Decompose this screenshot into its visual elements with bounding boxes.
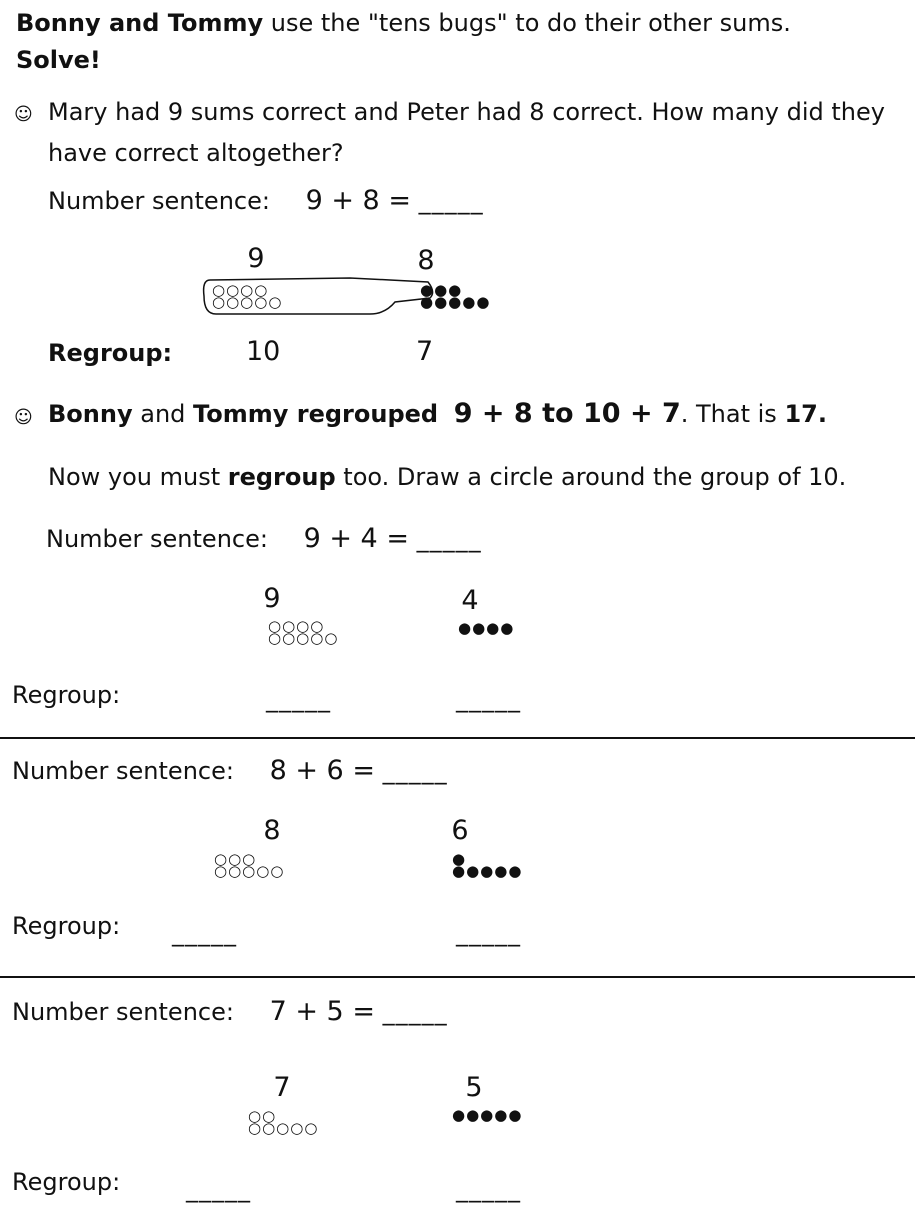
q1-left-number: 9: [247, 243, 265, 274]
p1-number-sentence: Number sentence: 9 + 4 = _____: [46, 524, 482, 554]
p1-sentence-expr: 9 + 4 =: [303, 523, 409, 554]
p2-right-counters: ● ●●●●●: [452, 850, 523, 880]
q1-regroup-left: 10: [246, 336, 281, 367]
p1-left-number: 9: [263, 583, 281, 614]
p3-right-number: 5: [465, 1072, 483, 1103]
p2-right-number: 6: [451, 815, 469, 846]
p1-regroup-blank-left[interactable]: _____: [266, 685, 331, 713]
explain-bonny: Bonny: [48, 400, 133, 428]
intro-line: Bonny and Tommy use the "tens bugs" to d…: [16, 8, 791, 38]
p3-answer-blank[interactable]: _____: [382, 998, 448, 1026]
p3-number-sentence: Number sentence: 7 + 5 = _____: [12, 997, 448, 1027]
p3-regroup-blank-right[interactable]: _____: [456, 1175, 521, 1203]
p2-left-row2: ○○○○○: [214, 862, 285, 880]
solve-heading: Solve!: [16, 46, 101, 74]
p1-right-counters: ●●●●: [458, 619, 515, 637]
intro-names: Bonny and Tommy: [16, 9, 264, 37]
explain-that-is: . That is: [680, 400, 777, 428]
p3-right-counters: ●●●●●: [452, 1106, 523, 1124]
p3-left-row2: ○○○○○: [248, 1119, 319, 1137]
p2-regroup-label: Regroup:: [12, 912, 121, 940]
p1-right-number: 4: [461, 585, 479, 616]
p3-left-row1: ○○: [248, 1107, 277, 1125]
explain-and: and: [140, 400, 186, 428]
p2-regroup-blank-right[interactable]: _____: [456, 919, 521, 947]
p3-regroup-label: Regroup:: [12, 1168, 121, 1196]
p2-left-row1: ○○○: [214, 850, 257, 868]
instruction-b: too. Draw a circle around the group of 1…: [343, 463, 847, 491]
p3-sentence-label: Number sentence:: [12, 998, 234, 1026]
explain-tommy: Tommy regrouped: [193, 400, 439, 428]
p2-right-row2: ●●●●●: [452, 862, 523, 880]
q1-right-row2: ●●●●●: [420, 293, 491, 311]
p3-sentence-expr: 7 + 5 =: [269, 996, 375, 1027]
p2-regroup-blank-left[interactable]: _____: [172, 919, 237, 947]
divider-1: [0, 737, 915, 739]
p2-right-row1: ●: [452, 850, 467, 868]
intro-text: use the "tens bugs" to do their other su…: [270, 9, 791, 37]
p1-regroup-blank-right[interactable]: _____: [456, 685, 521, 713]
p1-answer-blank[interactable]: _____: [416, 525, 482, 553]
q1-answer-blank[interactable]: _____: [418, 187, 484, 215]
q1-sentence-label: Number sentence:: [48, 187, 270, 215]
p2-sentence-expr: 8 + 6 =: [269, 755, 375, 786]
instruction-line: Now you must regroup too. Draw a circle …: [48, 462, 846, 492]
q1-regroup-label: Regroup:: [48, 339, 173, 367]
p1-regroup-label: Regroup:: [12, 681, 121, 709]
p3-right-row1: ●●●●●: [452, 1106, 523, 1124]
p1-left-row2: ○○○○○: [268, 629, 339, 647]
q1-regroup-right: 7: [416, 336, 434, 367]
q1-right-row1: ●●●: [420, 281, 463, 299]
p3-left-counters: ○○ ○○○○○: [248, 1107, 319, 1137]
q1-line2: have correct altogether?: [48, 139, 344, 167]
explain-expr: 9 + 8 to 10 + 7: [453, 398, 681, 429]
q1-line1: Mary had 9 sums correct and Peter had 8 …: [48, 98, 885, 126]
explain-line: Bonny and Tommy regrouped 9 + 8 to 10 + …: [48, 399, 827, 429]
p2-sentence-label: Number sentence:: [12, 757, 234, 785]
p1-left-counters: ○○○○ ○○○○○: [268, 617, 339, 647]
p1-right-row1: ●●●●: [458, 619, 515, 637]
p2-answer-blank[interactable]: _____: [382, 757, 448, 785]
explain-result: 17.: [784, 400, 827, 428]
p1-left-row1: ○○○○: [268, 617, 325, 635]
smiley-bullet-2: ☺: [14, 407, 33, 428]
divider-2: [0, 976, 915, 978]
p3-left-number: 7: [273, 1072, 291, 1103]
tens-bug-outline: [202, 277, 434, 315]
q1-left-row1: ○○○○: [212, 281, 269, 299]
p3-regroup-blank-left[interactable]: _____: [186, 1175, 251, 1203]
p2-left-counters: ○○○ ○○○○○: [214, 850, 285, 880]
q1-sentence-expr: 9 + 8 =: [305, 185, 411, 216]
q1-left-counters: ○○○○ ○○○○○: [212, 281, 283, 311]
p2-number-sentence: Number sentence: 8 + 6 = _____: [12, 756, 448, 786]
q1-left-row2: ○○○○○: [212, 293, 283, 311]
instruction-a: Now you must: [48, 463, 221, 491]
q1-number-sentence: Number sentence: 9 + 8 = _____: [48, 186, 484, 216]
q1-right-counters: ●●● ●●●●●: [420, 281, 491, 311]
p1-sentence-label: Number sentence:: [46, 525, 268, 553]
p2-left-number: 8: [263, 815, 281, 846]
instruction-regroup: regroup: [227, 463, 336, 491]
smiley-bullet-1: ☺: [14, 104, 33, 125]
q1-right-number: 8: [417, 245, 435, 276]
